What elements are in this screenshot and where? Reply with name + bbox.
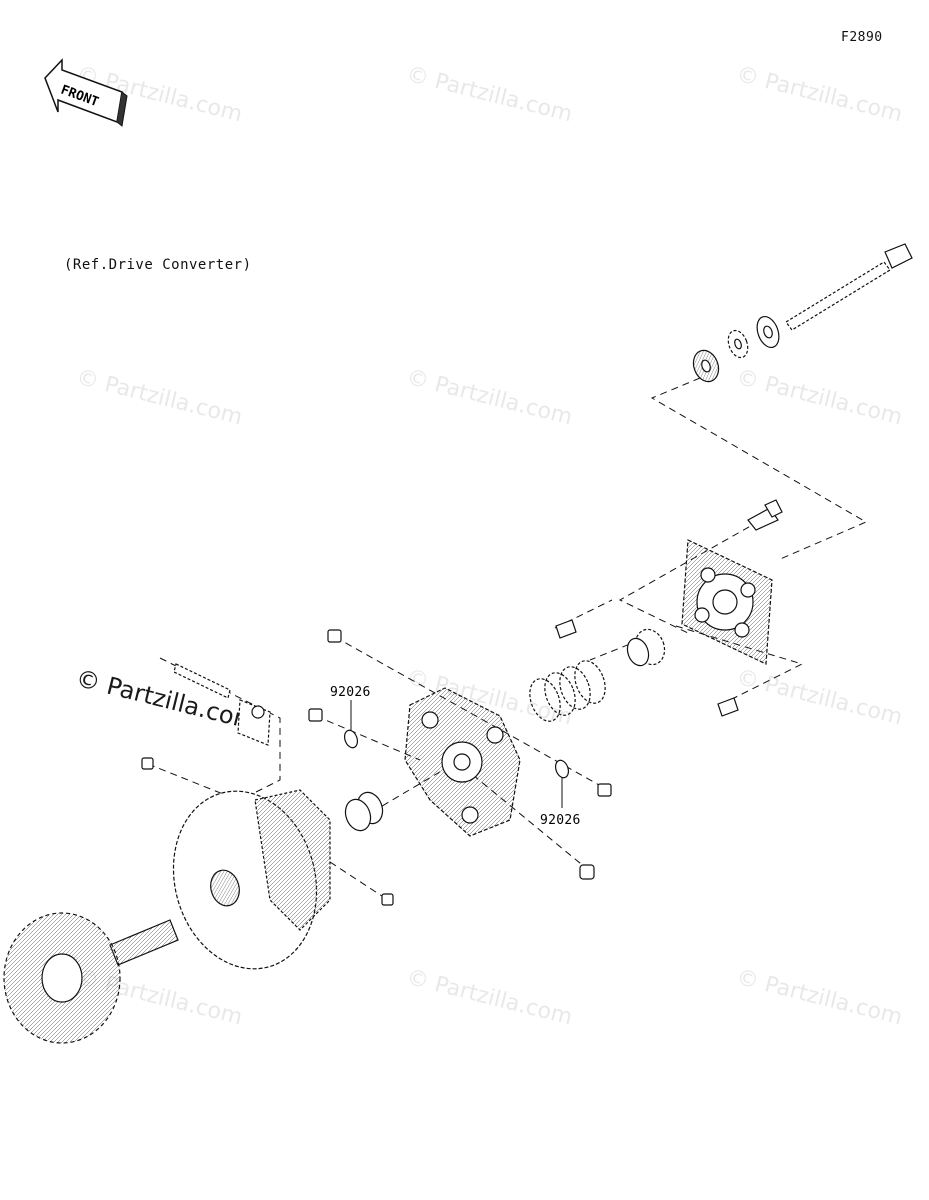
part-number-callout[interactable]: 92026 bbox=[540, 813, 581, 828]
part-number-callout[interactable]: 92026 bbox=[330, 685, 371, 700]
callout-leaders bbox=[350, 700, 563, 808]
bushing bbox=[626, 628, 666, 667]
front-arrow-icon: FRONT bbox=[44, 58, 128, 127]
spider-plate bbox=[681, 539, 773, 665]
o-ring-92026 bbox=[343, 729, 570, 779]
pins bbox=[555, 619, 739, 717]
spring bbox=[529, 660, 606, 722]
weight-arm bbox=[173, 663, 271, 746]
short-bolt bbox=[747, 499, 783, 531]
fixed-sheave bbox=[172, 789, 331, 970]
sheave-bushing bbox=[344, 791, 384, 832]
reference-note: (Ref.Drive Converter) bbox=[64, 257, 252, 273]
moveable-sheave bbox=[404, 687, 521, 837]
washer-set bbox=[692, 315, 780, 383]
nuts bbox=[141, 629, 612, 906]
long-bolt bbox=[785, 243, 913, 331]
figure-code: F2890 bbox=[841, 30, 883, 45]
driven-shaft bbox=[109, 919, 179, 966]
cooling-fan bbox=[3, 912, 121, 1044]
